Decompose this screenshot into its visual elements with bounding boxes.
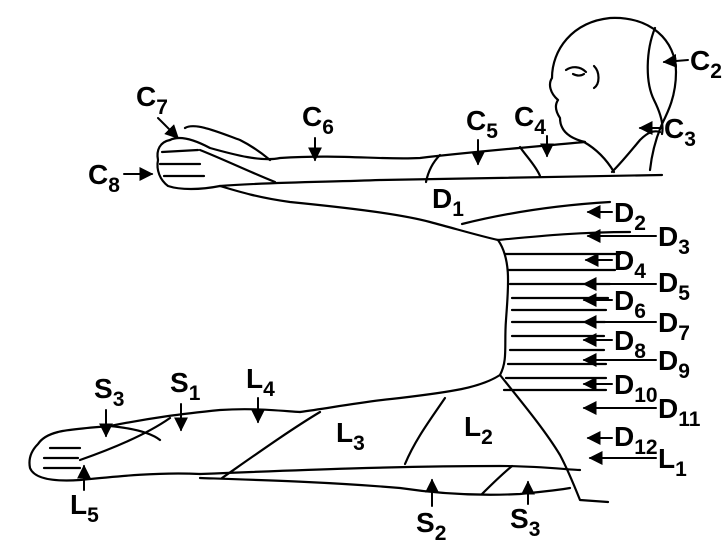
label-l4: L4 <box>246 363 275 401</box>
l1-boundary-line <box>498 373 610 504</box>
thoracic-boundary-lines <box>502 252 622 392</box>
label-d11: D11 <box>658 393 701 431</box>
c3-boundary-line <box>610 130 662 174</box>
ear-line <box>592 64 600 90</box>
label-s3-leg: S3 <box>510 503 540 541</box>
d3-boundary-line <box>496 230 632 242</box>
label-d3: D3 <box>658 221 690 259</box>
label-l2: L2 <box>464 411 493 449</box>
foot-line <box>28 430 202 482</box>
arm-outline <box>156 125 664 191</box>
label-c8: C8 <box>88 159 120 197</box>
label-d9: D9 <box>658 345 690 383</box>
axilla-line <box>218 184 500 242</box>
thumb-line <box>183 125 272 162</box>
c2-boundary-line <box>646 26 664 136</box>
toe-lines <box>42 446 82 470</box>
label-l1: L1 <box>658 443 687 481</box>
leg-top-line <box>56 408 302 434</box>
s3-foot-boundary-line <box>108 424 162 442</box>
arrow-c7 <box>157 117 179 139</box>
back-contour-line <box>298 238 510 414</box>
arm-top-line <box>168 136 587 161</box>
label-c2: C2 <box>690 45 722 83</box>
label-d7: D7 <box>658 307 690 345</box>
torso-outline <box>218 184 632 504</box>
label-d6: D6 <box>614 285 646 323</box>
c6-c8-boundary-line <box>198 148 277 184</box>
l4-boundary-line <box>220 410 322 480</box>
label-d10: D10 <box>614 369 658 407</box>
label-c6: C6 <box>302 101 334 139</box>
leg-mid-line <box>198 464 582 476</box>
neck-front-line <box>582 140 616 174</box>
label-l5: L5 <box>70 489 99 527</box>
label-d5: D5 <box>658 267 690 305</box>
label-s1: S1 <box>170 367 201 405</box>
leg-outline <box>28 396 582 496</box>
label-d12: D12 <box>614 421 658 459</box>
s2-s3-boundary-line <box>480 464 514 496</box>
label-l3: L3 <box>336 417 365 455</box>
label-d1: D1 <box>432 183 464 221</box>
arm-bottom-line <box>218 173 664 188</box>
arrow-c2 <box>662 53 689 68</box>
c5-boundary-line <box>424 153 442 184</box>
label-s3-foot: S3 <box>94 373 124 411</box>
c4-boundary-line <box>518 145 542 178</box>
label-c7: C7 <box>136 81 168 119</box>
label-d2: D2 <box>614 197 646 235</box>
label-c4: C4 <box>514 101 546 139</box>
label-d4: D4 <box>614 245 646 283</box>
l3-l2-boundary-line <box>403 396 447 466</box>
label-arrows <box>77 53 689 507</box>
fingers-line <box>156 138 222 191</box>
labels: C2 C3 C4 C5 C6 C7 C8 D1 D2 D3 D4 D5 D6 D… <box>70 45 722 545</box>
s1-boundary-line <box>78 416 172 462</box>
label-s2: S2 <box>416 507 446 545</box>
eye-line <box>564 66 588 74</box>
label-c3: C3 <box>664 113 696 151</box>
label-d8: D8 <box>614 325 646 363</box>
leg-bottom-line <box>198 476 572 496</box>
finger-creases-line <box>158 148 206 178</box>
eyelash-line <box>571 72 586 77</box>
label-c5: C5 <box>466 105 498 143</box>
d2-boundary-line <box>460 200 612 226</box>
head-outline <box>548 16 678 174</box>
